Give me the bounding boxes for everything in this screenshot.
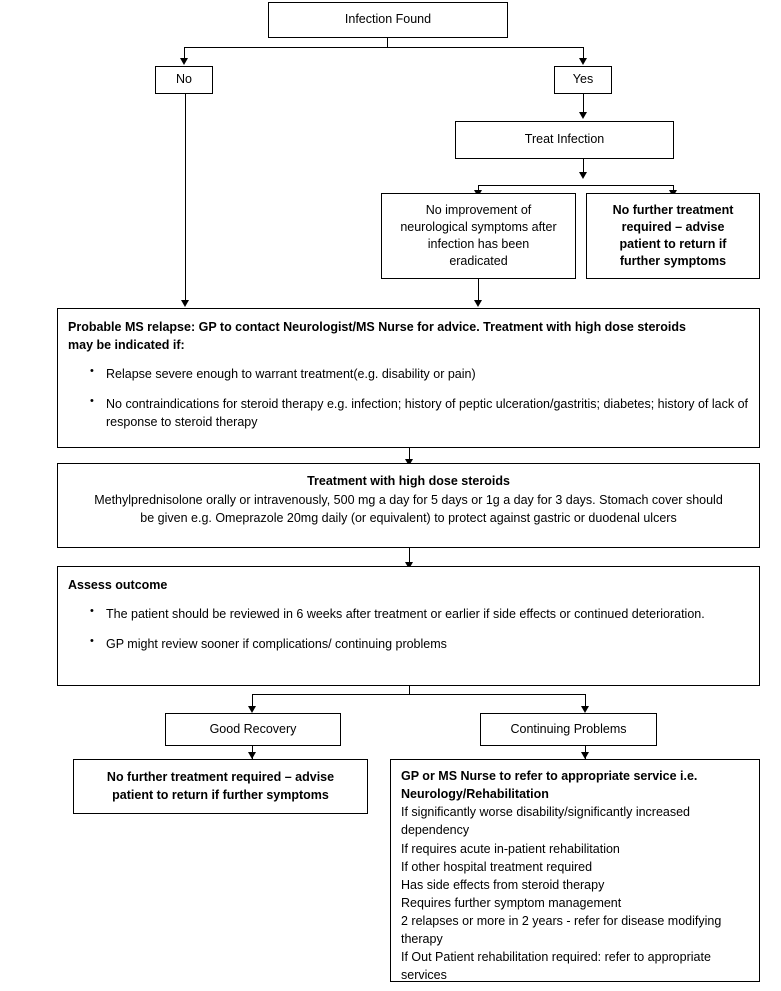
probable-relapse-heading-line-2: may be indicated if: — [68, 337, 185, 352]
node-branch-no[interactable]: No — [155, 66, 213, 94]
node-branch-yes[interactable]: Yes — [554, 66, 612, 94]
infection-found-label: Infection Found — [344, 12, 432, 27]
connector-assess-right-stem — [585, 694, 586, 708]
no-further-treatment-bottom-line-1: No further treatment required – advise — [106, 770, 335, 785]
treat-infection-label: Treat Infection — [524, 132, 605, 147]
node-no-further-treatment-bottom[interactable]: No further treatment required – advise p… — [73, 759, 368, 814]
connector-split-right-stem — [583, 47, 584, 60]
arrow-to-good-recovery — [248, 706, 256, 713]
refer-service-item-6: Requires further symptom management — [401, 895, 622, 910]
arrow-to-no — [180, 58, 188, 65]
probable-relapse-bullet-1: Relapse severe enough to warrant treatme… — [90, 363, 749, 383]
node-refer-service[interactable]: GP or MS Nurse to refer to appropriate s… — [390, 759, 760, 982]
assess-outcome-title: Assess outcome — [68, 578, 168, 592]
refer-service-heading-line-2: Neurology/Rehabilitation — [401, 787, 549, 802]
node-continuing-problems[interactable]: Continuing Problems — [480, 713, 657, 746]
assess-outcome-bullet-list: The patient should be reviewed in 6 week… — [58, 604, 759, 653]
arrow-to-treat-infection — [579, 112, 587, 119]
connector-relapse-to-steroids — [409, 448, 410, 463]
refer-service-item-1: If significantly worse disability/signif… — [401, 805, 691, 820]
probable-relapse-bullet-2: No contraindications for steroid therapy… — [90, 394, 749, 431]
no-further-treatment-top-line-4: further symptoms — [619, 254, 727, 269]
connector-treat-branch-right-stem — [673, 185, 674, 193]
node-steroid-treatment[interactable]: Treatment with high dose steroids Methyl… — [57, 463, 760, 548]
connector-split-bar-top — [184, 47, 584, 48]
arrow-to-continuing-problems — [581, 706, 589, 713]
no-improvement-line-1: No improvement of — [425, 202, 532, 217]
refer-service-item-10: services — [401, 968, 447, 983]
assess-outcome-bullet-1: The patient should be reviewed in 6 week… — [90, 604, 749, 623]
node-assess-outcome[interactable]: Assess outcome The patient should be rev… — [57, 566, 760, 686]
no-improvement-line-4: eradicated — [449, 254, 508, 269]
arrow-to-yes — [579, 58, 587, 65]
arrow-relapse-to-steroids — [405, 459, 413, 466]
no-further-treatment-top-line-2: required – advise — [621, 219, 725, 234]
connector-split-left-stem — [184, 47, 185, 60]
connector-assess-stem — [409, 686, 410, 695]
refer-service-item-5: Has side effects from steroid therapy — [401, 877, 605, 892]
spacer — [58, 595, 759, 605]
continuing-problems-label: Continuing Problems — [510, 721, 627, 736]
connector-assess-branch-bar — [252, 694, 586, 695]
arrow-no-to-relapse — [181, 300, 189, 307]
node-infection-found[interactable]: Infection Found — [268, 2, 508, 38]
node-treat-infection[interactable]: Treat Infection — [455, 121, 674, 159]
assess-outcome-bullet-2: GP might review sooner if complications/… — [90, 634, 749, 653]
no-further-treatment-bottom-line-2: patient to return if further symptoms — [112, 787, 329, 802]
steroid-treatment-line-2: be given e.g. Omeprazole 20mg daily (or … — [140, 510, 677, 525]
connector-treat-branch-bar — [478, 185, 674, 186]
node-no-further-treatment-top[interactable]: No further treatment required – advise p… — [586, 193, 760, 279]
probable-relapse-bullet-list: Relapse severe enough to warrant treatme… — [58, 363, 759, 431]
good-recovery-label: Good Recovery — [209, 721, 297, 736]
node-probable-relapse[interactable]: Probable MS relapse: GP to contact Neuro… — [57, 308, 760, 448]
node-no-improvement[interactable]: No improvement of neurological symptoms … — [381, 193, 576, 279]
refer-service-item-3: If requires acute in-patient rehabilitat… — [401, 841, 620, 856]
refer-service-item-2: dependency — [401, 823, 470, 838]
node-good-recovery[interactable]: Good Recovery — [165, 713, 341, 746]
branch-yes-label: Yes — [572, 72, 594, 87]
connector-steroids-to-assess — [409, 548, 410, 566]
arrow-continuing-to-refer — [581, 752, 589, 759]
connector-assess-left-stem — [252, 694, 253, 708]
arrow-steroids-to-assess — [405, 562, 413, 569]
spacer — [58, 355, 759, 365]
probable-relapse-heading-line-1: Probable MS relapse: GP to contact Neuro… — [68, 320, 686, 334]
arrow-no-improvement-to-relapse — [474, 300, 482, 307]
refer-service-item-7: 2 relapses or more in 2 years - refer fo… — [401, 914, 722, 928]
no-further-treatment-top-line-3: patient to return if — [619, 237, 727, 251]
connector-infection-to-split — [387, 38, 388, 48]
refer-service-item-4: If other hospital treatment required — [401, 859, 593, 874]
refer-service-item-9: If Out Patient rehabilitation required: … — [401, 950, 711, 965]
steroid-treatment-line-1: Methylprednisolone orally or intravenous… — [94, 492, 723, 507]
no-improvement-line-2: neurological symptoms after — [400, 219, 557, 234]
refer-service-item-8: therapy — [401, 932, 443, 947]
arrow-treat-center — [579, 172, 587, 179]
connector-treat-branch-left-stem — [478, 185, 479, 193]
refer-service-heading-line-1: GP or MS Nurse to refer to appropriate s… — [401, 769, 698, 783]
connector-no-to-relapse — [185, 94, 186, 302]
connector-no-improvement-to-relapse — [478, 279, 479, 302]
no-improvement-line-3: infection has been — [427, 237, 530, 251]
arrow-good-recovery-to-outcome — [248, 752, 256, 759]
branch-no-label: No — [176, 72, 192, 87]
connector-treat-stem — [583, 159, 584, 175]
connector-yes-to-treat — [583, 94, 584, 114]
no-further-treatment-top-line-1: No further treatment — [612, 202, 734, 217]
steroid-treatment-title: Treatment with high dose steroids — [307, 474, 510, 488]
